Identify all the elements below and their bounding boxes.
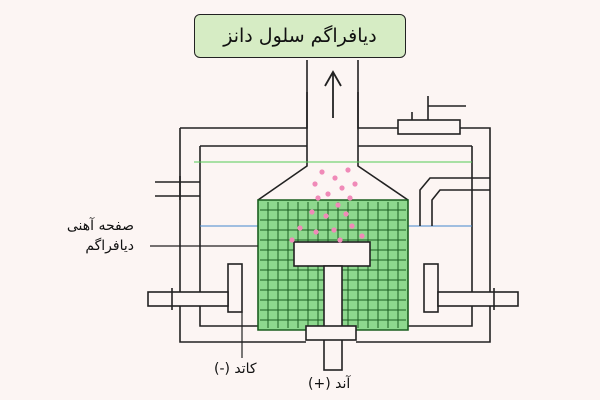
- anode-label: آند (+): [308, 376, 351, 392]
- bubble: [337, 237, 343, 243]
- cathode-label: کاتد (-): [214, 361, 257, 377]
- right-side-pipe: [419, 177, 490, 226]
- bubble: [345, 167, 351, 173]
- bubble: [352, 181, 358, 187]
- bubble: [312, 181, 318, 187]
- gas-bubbles: [289, 167, 365, 243]
- bubble: [343, 211, 349, 217]
- plate-label-line1: صفحه آهنی: [66, 218, 134, 234]
- bubble: [331, 227, 337, 233]
- left-inlet-pipe: [155, 176, 200, 200]
- bubble: [309, 209, 315, 215]
- bubble: [325, 191, 331, 197]
- bubble: [319, 169, 325, 175]
- diagram-title: دیافراگم سلول دانز: [194, 14, 406, 58]
- level-lines: [194, 161, 472, 227]
- plate-label: صفحه آهنی دیافراگم: [14, 216, 134, 256]
- plate-label-line2: دیافراگم: [85, 238, 134, 254]
- bubble: [315, 195, 321, 201]
- outlet-arrow: [324, 70, 342, 118]
- bubble: [347, 195, 353, 201]
- bubble: [332, 175, 338, 181]
- bubble: [297, 225, 303, 231]
- bubble: [323, 213, 329, 219]
- bubble: [339, 185, 345, 191]
- bubble: [335, 202, 341, 208]
- anode-assembly: [293, 241, 371, 371]
- cathode-electrodes: [147, 263, 519, 313]
- top-right-valve: [397, 96, 466, 135]
- bubble: [349, 223, 355, 229]
- bubble: [359, 233, 365, 239]
- bubble: [313, 229, 319, 235]
- bubble: [289, 237, 295, 243]
